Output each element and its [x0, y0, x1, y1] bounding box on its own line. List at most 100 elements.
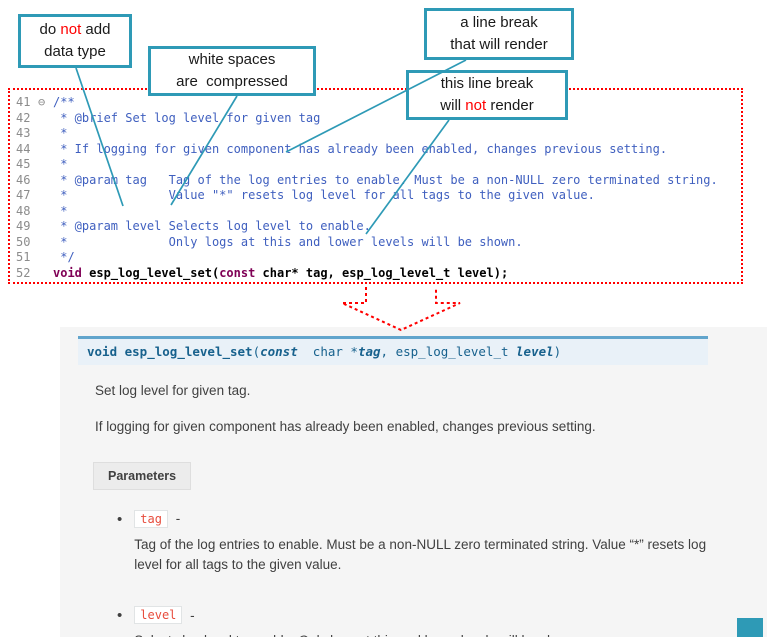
parameter-dash: -: [171, 511, 181, 526]
bullet-icon: •: [117, 510, 123, 528]
code-text: *: [53, 203, 68, 218]
code-line: 41 ⊖ /**: [16, 95, 741, 111]
callout-no-datatype: do not add data type: [18, 14, 132, 68]
fold-column: [38, 219, 53, 235]
function-signature: void esp_log_level_set(const char *tag, …: [78, 336, 708, 365]
line-number: 42: [16, 110, 31, 125]
callout-text: are compressed: [176, 73, 288, 90]
signature-const-keyword: const: [260, 344, 298, 359]
callout-linebreak-not-render: this line break will not render: [406, 70, 568, 120]
parameter-list: • tag - Tag of the log entries to enable…: [117, 509, 767, 637]
callout-linebreak-renders: a line break that will render: [424, 8, 574, 60]
line-number: 41: [16, 95, 31, 109]
code-line: 45 *: [16, 157, 741, 173]
code-line: 49 * @param level Selects log level to e…: [16, 219, 741, 235]
parameter-term-line: tag -: [134, 509, 726, 528]
callout-line: a line break: [460, 12, 538, 34]
code-text: * @param tag Tag of the log entries to e…: [53, 172, 718, 187]
callout-line: that will render: [450, 34, 548, 56]
fold-column: [38, 111, 53, 127]
callout-line: do not add: [40, 19, 111, 41]
callout-text: that will render: [450, 36, 548, 53]
code-text: * @brief Set log level for given tag: [53, 110, 321, 125]
parameter-body: tag - Tag of the log entries to enable. …: [134, 509, 726, 577]
signature-arg-tag: tag: [357, 344, 381, 359]
code-text: * If logging for given component has alr…: [53, 141, 668, 156]
signature-function-name: esp_log_level_set: [117, 344, 253, 359]
source-code-block: 41 ⊖ /** 42 * @brief Set log level for giv…: [8, 88, 743, 284]
doc-detail-paragraph: If logging for given component has alrea…: [95, 419, 596, 435]
fold-column: [38, 204, 53, 220]
parameter-description: Tag of the log entries to enable. Must b…: [134, 536, 707, 573]
fold-column: [38, 173, 53, 189]
code-line: 44 * If logging for given component has …: [16, 142, 741, 158]
callout-text-emphasis: not: [60, 21, 82, 39]
callout-text: add: [81, 21, 111, 39]
code-text: */: [53, 250, 75, 264]
callout-text: will: [440, 97, 466, 114]
signature-arg-level: level: [516, 344, 554, 359]
fold-minus-icon[interactable]: ⊖: [38, 95, 46, 109]
line-number: 45: [16, 157, 31, 171]
bullet-icon: •: [117, 607, 123, 625]
callout-text: data type: [44, 43, 106, 60]
code-line: 47 * Value "*" resets log level for all …: [16, 188, 741, 204]
line-number: 52: [16, 265, 31, 280]
parameter-dash: -: [186, 607, 195, 623]
line-number: 51: [16, 250, 31, 264]
parameter-item-tag: • tag - Tag of the log entries to enable…: [117, 509, 767, 577]
parameters-header: Parameters: [93, 461, 192, 490]
signature-separator: ,: [380, 344, 396, 359]
fold-column: [38, 142, 53, 158]
parameter-term-line: level -: [134, 606, 726, 625]
fold-column: [38, 126, 53, 142]
code-text: * Only logs at this and lower levels wil…: [53, 234, 523, 249]
code-text: * @param level Selects log level to enab…: [53, 219, 371, 233]
signature-return-type: void: [87, 344, 118, 359]
line-number: 50: [16, 234, 31, 249]
doc-brief-paragraph: Set log level for given tag.: [95, 383, 251, 398]
code-segment: char* tag, esp_log_level_t level);: [255, 265, 509, 280]
line-number: 44: [16, 141, 31, 156]
fold-column: [38, 188, 53, 204]
code-line: 46 * @param tag Tag of the log entries t…: [16, 173, 741, 189]
keyword: const: [219, 265, 256, 280]
signature-paren: ): [553, 344, 562, 359]
line-number: 46: [16, 172, 31, 187]
callout-line: are compressed: [176, 71, 288, 93]
line-number: 49: [16, 219, 31, 233]
line-number: 47: [16, 188, 31, 202]
parameter-description: Selects log level to enable. Only logs a…: [134, 631, 726, 637]
code-line: 48 *: [16, 204, 741, 220]
parameter-body: level - Selects log level to enable. Onl…: [134, 606, 726, 637]
parameter-name-literal: level: [134, 606, 183, 625]
code-text: void esp_log_level_set(const char* tag, …: [53, 266, 508, 282]
flow-arrow: [341, 287, 461, 332]
code-text: /**: [53, 95, 75, 109]
callout-text-emphasis: not: [465, 97, 487, 114]
callout-text: this line break: [440, 75, 534, 93]
signature-type: esp_log_level_t: [395, 344, 517, 359]
signature-paren: (: [252, 344, 261, 359]
callout-line: will not render: [440, 95, 533, 117]
corner-accent: [737, 618, 763, 637]
callout-line: this line break: [441, 73, 534, 95]
callout-text: white spaces: [188, 51, 276, 69]
code-text: *: [53, 126, 68, 140]
callout-text: a line break: [460, 14, 538, 32]
code-line: 51 */: [16, 250, 741, 266]
keyword: void: [53, 265, 82, 280]
callout-line: data type: [44, 41, 106, 63]
code-text: *: [53, 157, 68, 171]
signature-type: char *: [297, 344, 358, 359]
parameter-item-level: • level - Selects log level to enable. O…: [117, 606, 767, 637]
code-line: 52 void esp_log_level_set(const char* tag…: [16, 266, 741, 282]
code-line: 42 * @brief Set log level for given tag: [16, 111, 741, 127]
callout-whitespace-compressed: white spaces are compressed: [148, 46, 316, 96]
code-line: 50 * Only logs at this and lower levels …: [16, 235, 741, 251]
line-number: 43: [16, 126, 31, 140]
line-number: 48: [16, 203, 31, 218]
rendered-docs-panel: void esp_log_level_set(const char *tag, …: [60, 327, 767, 637]
fold-column: [38, 157, 53, 173]
